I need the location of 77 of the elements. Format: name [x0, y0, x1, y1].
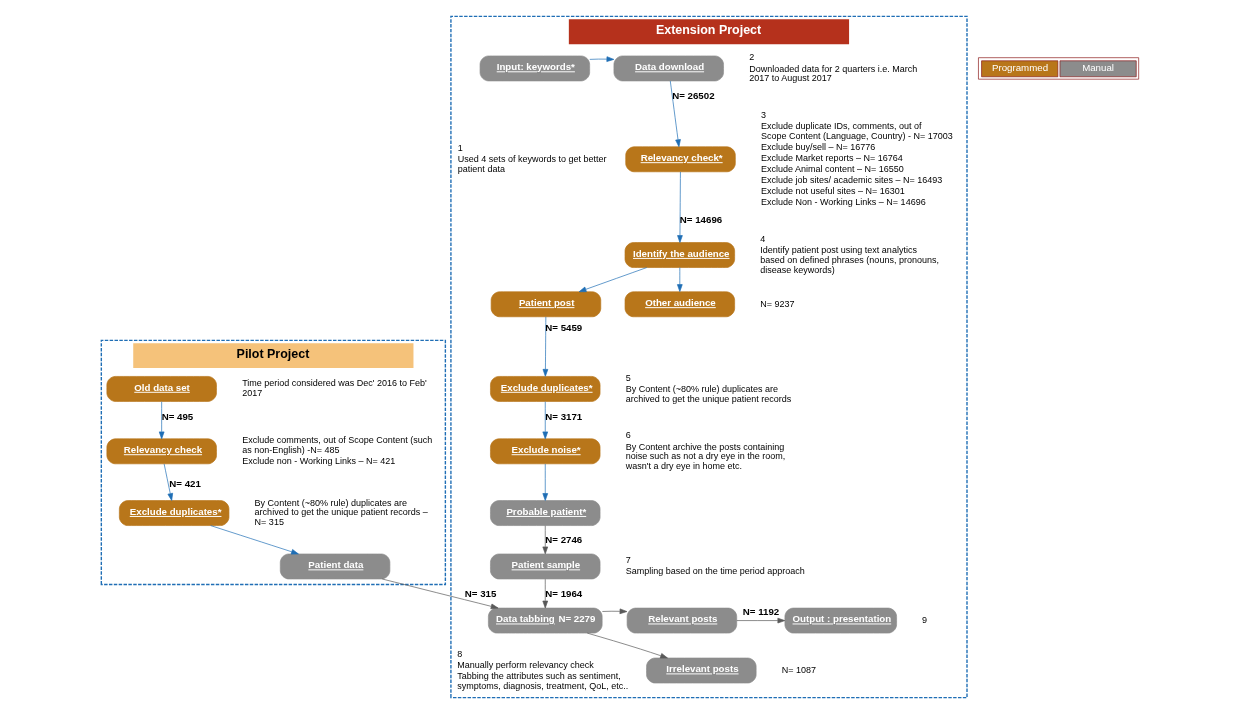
arrow [669, 80, 681, 148]
arrow [677, 267, 683, 292]
node-label: 6 [625, 430, 631, 441]
arrow [677, 171, 683, 243]
node-label: Time period considered was Dec' 2016 to Feb' 2017 [242, 378, 427, 399]
node-box: Other audience [624, 291, 735, 318]
node-box: Input: keywords* [479, 55, 590, 82]
arrow [210, 525, 299, 555]
arrow [736, 617, 786, 624]
arrow [589, 56, 615, 62]
node-box: Irrelevant posts [646, 657, 757, 684]
edge-label: N= 3171 [545, 410, 583, 422]
node-box: Probable patient* [490, 500, 601, 526]
node-box: Exclude duplicates* [490, 376, 601, 402]
arrow [542, 401, 549, 440]
node-label: 3 [760, 109, 766, 120]
node-label: Sampling based on the time period approach [625, 566, 805, 577]
node-label: Exclude duplicate IDs, comments, out of Scope Content (Language, Country) - N= 17003 [760, 121, 953, 141]
node-label: Exclude job sites/ academic sites – N= 16493 [760, 175, 943, 186]
node-label: 5 [625, 372, 631, 383]
arrow [542, 463, 549, 501]
node-box: Patient post [490, 291, 602, 318]
node-box: Relevant posts [626, 607, 738, 634]
edge-label: N= 26502 [672, 90, 715, 102]
arrow [602, 608, 628, 615]
node-label: Exclude Animal content – N= 16550 [760, 164, 904, 175]
node-box: Data tabbing N= 2279 [488, 607, 603, 634]
node-label: 1 [457, 143, 463, 154]
node-label: N= 9237 [760, 298, 795, 309]
node-box: Identify the audience [624, 242, 735, 268]
node-label: Used 4 sets of keywords to get better patient data [457, 154, 607, 175]
node-label: Exclude non - Working Links – N= 421 [242, 456, 396, 467]
node-label: Downloaded data for 2 quarters i.e. March 2017 to August 2017 [749, 63, 918, 84]
node-box: Patient sample [490, 553, 601, 580]
node-label: Exclude Market reports – N= 16764 [760, 152, 903, 163]
arrow [542, 525, 549, 555]
arrow [586, 632, 668, 659]
node-box: Output : presentation [784, 607, 897, 634]
edge-label: N= 5459 [545, 322, 583, 334]
edge-label: N= 1192 [742, 606, 780, 618]
node-box: Relevancy check* [625, 146, 736, 173]
node-label: Exclude Non - Working Links – N= 14696 [760, 197, 926, 208]
node-label: Exclude comments, out of Scope Content (such as non-English) -N= 485 [242, 435, 433, 455]
node-box: Relevancy check [106, 438, 217, 465]
node-box: Patient data [279, 553, 391, 580]
arrow [542, 316, 549, 377]
node-label: Identify patient post using text analytics based on defined phrases (nouns, pronouns, disease keywords) [760, 245, 939, 275]
node-label: 4 [760, 234, 766, 245]
node-label: Exclude not useful sites – N= 16301 [760, 186, 905, 197]
arrow [158, 401, 165, 440]
node-box: Exclude duplicates* [119, 500, 230, 526]
arrow [381, 578, 499, 610]
node-label: Tabbing the attributes such as sentiment, symptoms, diagnosis, treatment, QoL, etc.. [457, 671, 629, 691]
node-label: 7 [625, 555, 631, 566]
node-box: Old data set [106, 376, 217, 402]
node-box: Data download [613, 55, 724, 82]
arrow [163, 463, 173, 501]
edge-label: N= 495 [161, 410, 194, 422]
edge-label: N= 1964 [545, 588, 583, 600]
node-label: Exclude buy/sell – N= 16776 [760, 141, 876, 152]
edge-label: N= 315 [464, 588, 497, 600]
edge-label: N= 2746 [545, 534, 583, 546]
node-label: N= 1087 [781, 664, 817, 675]
node-label: 9 [921, 614, 927, 625]
edge-label: N= 421 [169, 477, 201, 489]
legend-label: Manual [1082, 62, 1114, 74]
legend-label: Programmed [991, 62, 1049, 74]
node-label: By Content (~80% rule) duplicates are archived to get the unique patient records [625, 383, 792, 404]
edge-label: N= 14696 [679, 214, 723, 226]
node-label: Manually perform relevancy check [457, 660, 594, 671]
node-label: By Content archive the posts containing noise such as not a dry eye in the room, wasn't a dry eye in home etc. [625, 441, 786, 471]
arrow [578, 267, 648, 293]
node-label: 2 [749, 52, 755, 63]
arrow [542, 578, 549, 609]
node-label: By Content (~80% rule) duplicates are archived to get the unique patient records – N= 315 [254, 497, 428, 528]
node-box: Exclude noise* [490, 438, 601, 465]
node-label: 8 [457, 648, 463, 659]
